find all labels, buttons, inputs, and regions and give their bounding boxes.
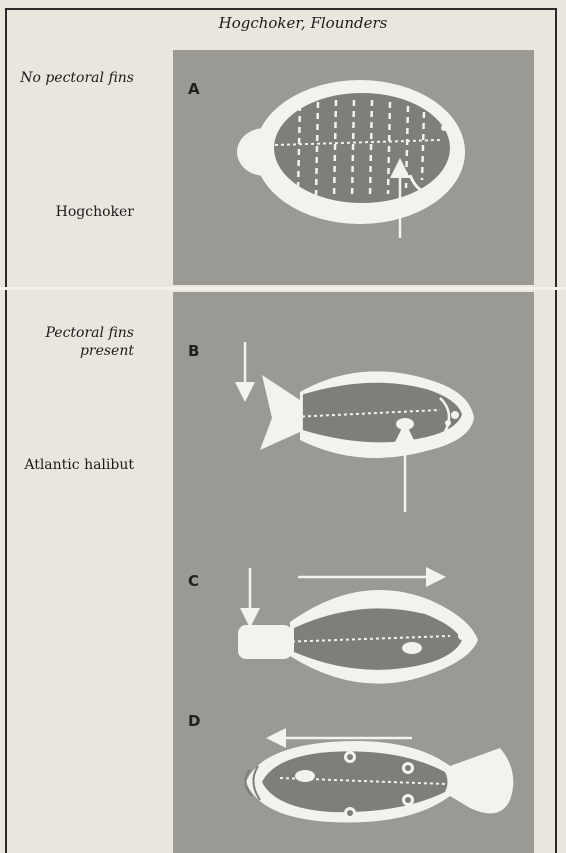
flounder-fish-illustration-c — [238, 568, 478, 684]
flounder-fish-illustration-d — [245, 738, 513, 822]
halibut-fish-illustration-b — [245, 342, 474, 512]
hogchoker-fish-illustration — [237, 80, 465, 238]
